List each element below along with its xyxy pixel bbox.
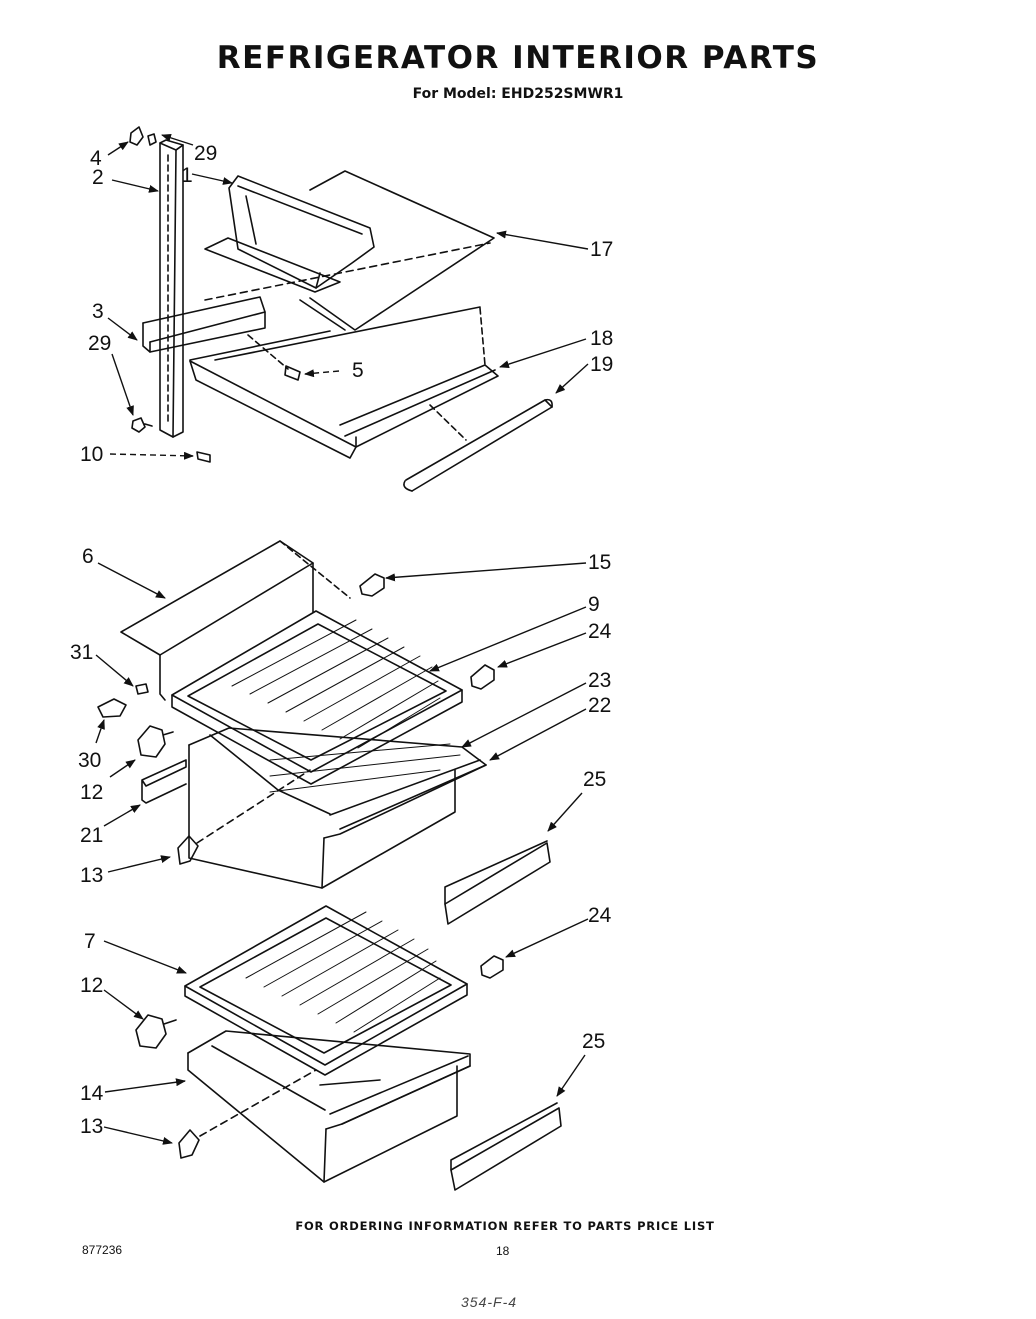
callout-18: 18: [590, 327, 613, 350]
leader-13a: [107, 855, 171, 873]
clip-part-4: [129, 126, 144, 146]
leader-15: [385, 562, 587, 582]
leader-7: [103, 940, 187, 974]
callout-21: 21: [80, 824, 103, 847]
callout-29-top: 29: [194, 142, 217, 165]
support-part-13-lower: [178, 1129, 200, 1159]
leader-13b: [103, 1126, 173, 1145]
callout-19: 19: [590, 353, 613, 376]
trim-strip-upper: [444, 840, 551, 925]
bushing-part-29: [131, 417, 153, 433]
callout-7: 7: [84, 930, 96, 953]
callout-15: 15: [588, 551, 611, 574]
stud-part-15: [359, 573, 385, 597]
callout-23: 23: [588, 669, 611, 692]
callout-24-upper: 24: [588, 620, 612, 643]
callout-14: 14: [80, 1082, 104, 1105]
leader-31: [95, 654, 134, 687]
screw-part-29-top: [147, 133, 157, 146]
cam-part-30: [97, 698, 127, 718]
leader-10: [109, 451, 194, 460]
leader-1: [191, 173, 233, 185]
leader-14: [104, 1078, 186, 1093]
callout-25-lower: 25: [582, 1030, 605, 1053]
lower-shelf: [184, 905, 468, 1076]
leader-12a: [109, 759, 136, 778]
leader-29b: [111, 353, 134, 416]
shelf-trim: [403, 398, 553, 492]
leader-25a: [547, 792, 583, 832]
shelf-bracket: [142, 296, 266, 353]
callout-9: 9: [588, 593, 600, 616]
bearing-part-12-lower: [135, 1014, 177, 1049]
callout-10: 10: [80, 443, 103, 466]
leader-24a: [497, 632, 587, 668]
stud-part-24-upper: [470, 664, 495, 690]
trim-strip-lower: [450, 1102, 562, 1191]
callout-31: 31: [70, 641, 93, 664]
callout-12-upper: 12: [80, 781, 103, 804]
callout-6: 6: [82, 545, 94, 568]
upper-shelf: [171, 610, 463, 785]
leader-30: [95, 719, 105, 744]
stud-part-24-lower: [480, 955, 504, 979]
leader-4: [107, 141, 129, 156]
crisper-drawer-lower: [187, 1030, 471, 1183]
leader-22: [489, 708, 587, 761]
leader-2: [111, 179, 159, 193]
callout-17: 17: [590, 238, 613, 261]
callout-29-lower: 29: [88, 332, 111, 355]
callout-22: 22: [588, 694, 611, 717]
shelf-cover: [120, 540, 351, 701]
crisper-drawer-upper: [188, 727, 487, 889]
callout-30: 30: [78, 749, 101, 772]
leader-3: [107, 317, 138, 341]
leader-21: [103, 804, 141, 827]
model-label: For Model: EHD252SMWR1: [412, 86, 624, 102]
support-part-13-upper: [177, 835, 199, 865]
page-title: REFRIGERATOR INTERIOR PARTS: [216, 40, 820, 76]
drawer-slide-part-21: [141, 759, 187, 804]
screw-part-31: [135, 683, 149, 695]
screw-part-10: [196, 451, 211, 463]
page-number: 18: [496, 1244, 510, 1258]
callout-24-lower: 24: [588, 904, 612, 927]
leader-6: [97, 562, 166, 599]
screw-part-5: [284, 365, 301, 381]
document-number: 877236: [82, 1243, 123, 1257]
glass-shelf: [299, 170, 495, 331]
storage-bin: [204, 175, 375, 293]
handwritten-note: 354-F-4: [461, 1294, 518, 1310]
bearing-part-12-upper: [137, 725, 174, 758]
leader-5: [304, 369, 340, 378]
callout-25-upper: 25: [583, 768, 606, 791]
callout-3: 3: [92, 300, 104, 323]
leader-23: [461, 682, 587, 748]
callout-13-lower: 13: [80, 1115, 103, 1138]
leader-17: [496, 230, 589, 250]
leader-24b: [505, 918, 589, 958]
leader-19: [555, 363, 589, 394]
callout-2: 2: [92, 166, 104, 189]
callout-12-lower: 12: [80, 974, 103, 997]
shelf-front-rail: [189, 307, 499, 459]
leader-29a: [161, 133, 194, 146]
callout-1: 1: [181, 164, 193, 187]
leader-18: [499, 338, 587, 369]
callout-5: 5: [352, 359, 364, 382]
leader-9: [429, 606, 587, 672]
callout-13-upper: 13: [80, 864, 103, 887]
shelf-support-rail: [159, 139, 184, 438]
ordering-note: FOR ORDERING INFORMATION REFER TO PARTS …: [295, 1219, 715, 1233]
leader-25b: [556, 1054, 586, 1097]
leader-12b: [103, 989, 144, 1020]
callout-4: 4: [90, 147, 102, 170]
